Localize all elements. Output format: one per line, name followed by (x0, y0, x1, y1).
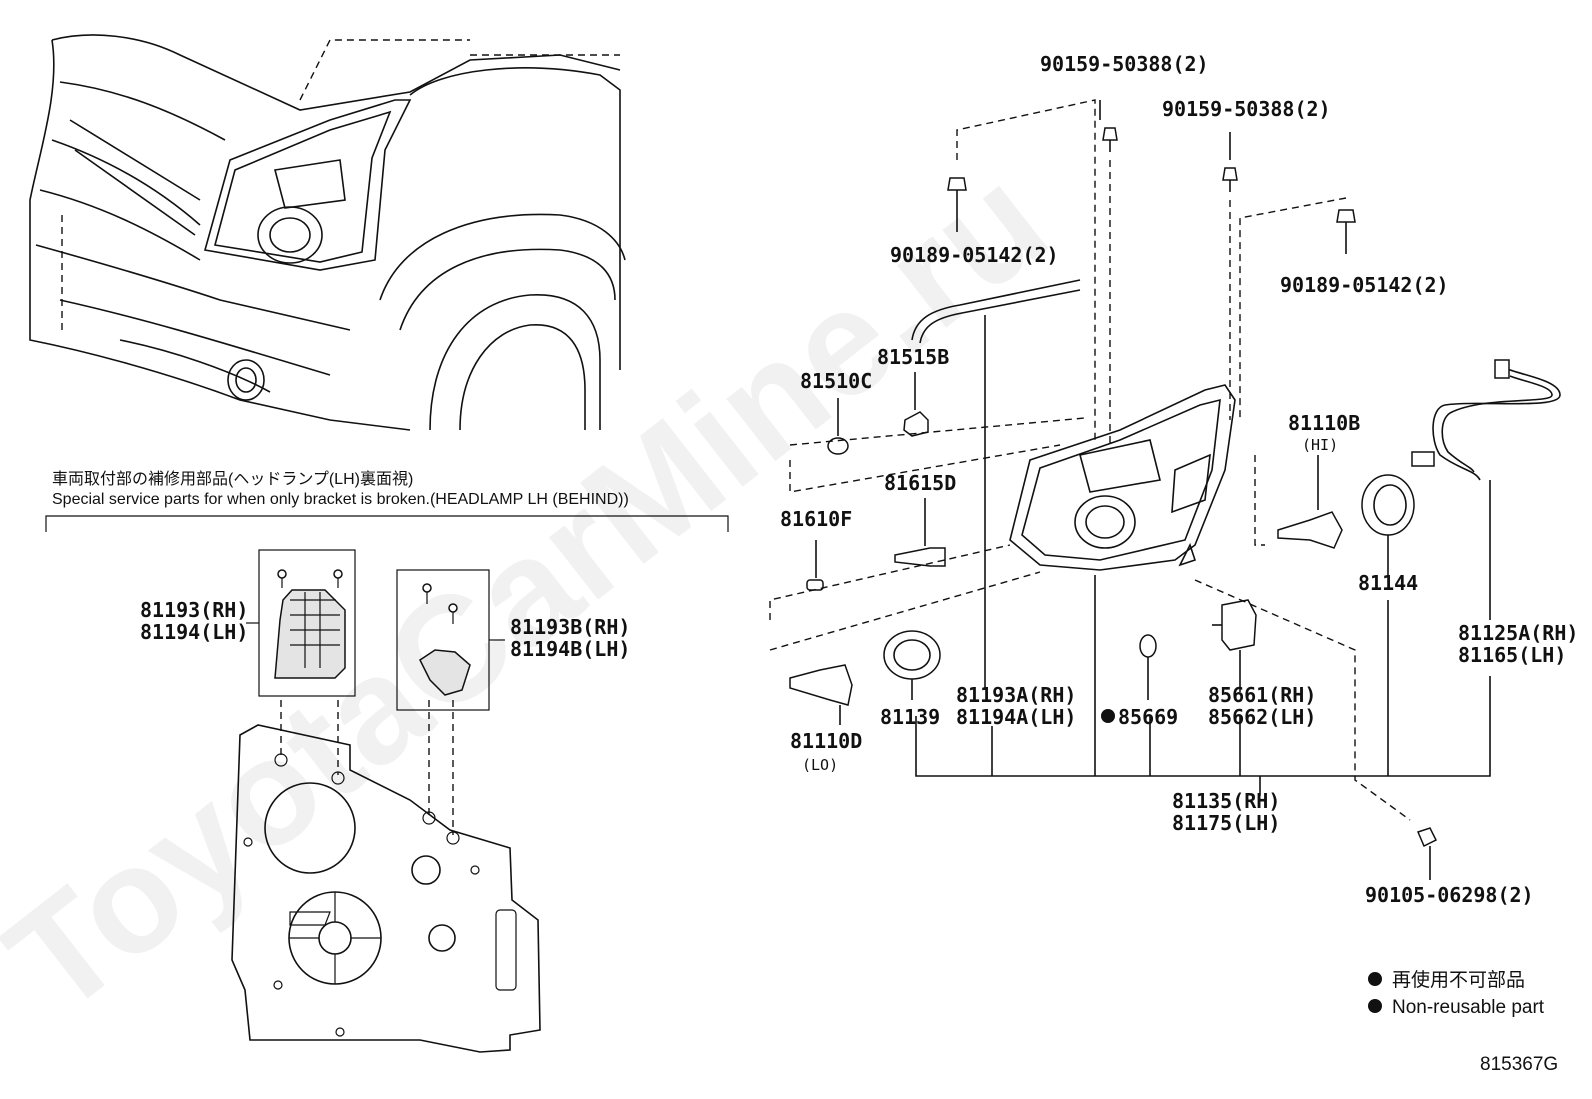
label-81110D: 81110D (790, 729, 862, 753)
label-81515B: 81515B (877, 345, 949, 369)
label-81110B-hi: (HI) (1302, 436, 1338, 454)
label-90189-b: 90189-05142(2) (1280, 273, 1449, 297)
special-parts-title-en: Special service parts for when only brac… (52, 491, 629, 508)
special-parts-title-jp: 車両取付部の補修用部品(ヘッドランプ(LH)裏面視) (52, 469, 413, 488)
label-81139: 81139 (880, 705, 940, 729)
cover-81144 (1361, 474, 1415, 575)
label-81193: 81193(RH) (140, 598, 248, 622)
label-81193B: 81193B(RH) (510, 615, 630, 639)
label-81610F: 81610F (780, 507, 852, 531)
headlamp-unit (1009, 384, 1236, 571)
bracket-81193B-part (419, 649, 471, 696)
cover-81139 (883, 630, 941, 700)
label-81194: 81194(LH) (140, 620, 248, 644)
clip-90189-b (1336, 209, 1356, 254)
label-81510C: 81510C (800, 369, 872, 393)
legend-jp: 再使用不可部品 (1392, 969, 1525, 991)
label-81144: 81144 (1358, 571, 1418, 595)
label-81135: 81135(RH) (1172, 789, 1280, 813)
label-85661: 85661(RH) (1208, 683, 1316, 707)
label-81194A: 81194A(LH) (956, 705, 1076, 729)
oring-85669 (1139, 634, 1157, 700)
vehicle-front-illustration (29, 34, 626, 431)
section-bracket (45, 515, 729, 532)
headlamp-assembly-exploded-view: 90159-50388(2) 90159-50388(2) 90189-0514… (769, 52, 1578, 907)
label-85669: 85669 (1118, 705, 1178, 729)
legend-dot-en (1368, 999, 1382, 1013)
lens-81510C (827, 398, 849, 455)
label-81110D-lo: (LO) (802, 756, 838, 774)
bulb-81110B (1277, 455, 1343, 549)
label-90159-b: 90159-50388(2) (1162, 97, 1331, 121)
label-85662: 85662(LH) (1208, 705, 1316, 729)
wire-harness-81125A (1411, 359, 1561, 620)
label-81615D: 81615D (884, 471, 956, 495)
label-81110B: 81110B (1288, 411, 1360, 435)
special-service-parts-section: 車両取付部の補修用部品(ヘッドランプ(LH)裏面視) Special servi… (45, 469, 729, 1053)
non-reusable-marker-85669 (1101, 709, 1115, 723)
legend-dot-jp (1368, 972, 1382, 986)
label-81193A: 81193A(RH) (956, 683, 1076, 707)
bolt-90105 (1416, 827, 1438, 880)
label-90189-a: 90189-05142(2) (890, 243, 1059, 267)
label-81125A: 81125A(RH) (1458, 621, 1578, 645)
label-90105: 90105-06298(2) (1365, 883, 1534, 907)
legend: 再使用不可部品 Non-reusable part (1368, 969, 1545, 1018)
label-81175: 81175(LH) (1172, 811, 1280, 835)
bolt-90159-b (1222, 167, 1238, 192)
headlamp-back-housing (231, 724, 541, 1053)
figure-id: 815367G (1480, 1054, 1558, 1075)
bracket-81193-part (274, 589, 346, 679)
bulb-81615D (894, 498, 946, 567)
actuator-85661 (1212, 599, 1257, 692)
label-81165: 81165(LH) (1458, 643, 1566, 667)
legend-en: Non-reusable part (1392, 997, 1545, 1018)
watermark: ToyotaCarMine.ru (0, 135, 1076, 1046)
label-81194B: 81194B(LH) (510, 637, 630, 661)
bulb-81110D (789, 664, 853, 725)
bolt-90159-a (1102, 127, 1118, 152)
label-90159-a: 90159-50388(2) (1040, 52, 1209, 76)
clip-90189-a (947, 177, 967, 232)
bulb-81610F (806, 540, 824, 591)
